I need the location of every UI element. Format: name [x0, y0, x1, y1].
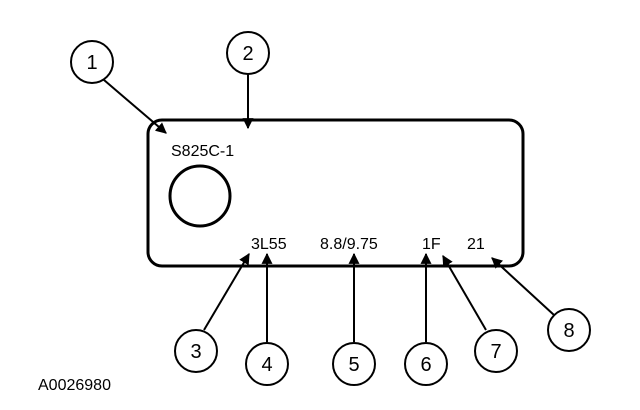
callouts: 1 2 3 4 5 6 7 8: [70, 31, 591, 386]
leader-lines: [103, 74, 555, 342]
tag-field-a: 3L55: [251, 236, 287, 253]
leader-8: [491, 257, 555, 316]
leader-7: [442, 255, 487, 331]
callout-label: 8: [563, 320, 574, 342]
callout-label: 7: [490, 341, 501, 363]
callout-3: 3: [174, 329, 218, 373]
tag-field-b: 8.8/9.75: [320, 236, 378, 253]
callout-1: 1: [70, 40, 114, 84]
callout-5: 5: [332, 342, 376, 386]
callout-label: 4: [261, 354, 272, 376]
callout-4: 4: [245, 342, 289, 386]
callout-6: 6: [404, 342, 448, 386]
callout-8: 8: [547, 308, 591, 352]
tag-field-c: 1F: [422, 236, 441, 253]
callout-label: 2: [242, 43, 253, 65]
leader-1: [103, 79, 167, 134]
tag-field-d: 21: [467, 236, 485, 253]
leader-3: [203, 253, 250, 331]
callout-label: 5: [348, 354, 359, 376]
callout-7: 7: [474, 329, 518, 373]
callout-2: 2: [226, 31, 270, 75]
tag-outline: [146, 118, 525, 268]
callout-label: 1: [86, 52, 97, 74]
tag-line-1: S825C-1: [171, 143, 234, 160]
mounting-hole: [168, 164, 232, 228]
figure-id: A0026980: [38, 377, 111, 394]
callout-label: 6: [420, 354, 431, 376]
callout-label: 3: [190, 341, 201, 363]
